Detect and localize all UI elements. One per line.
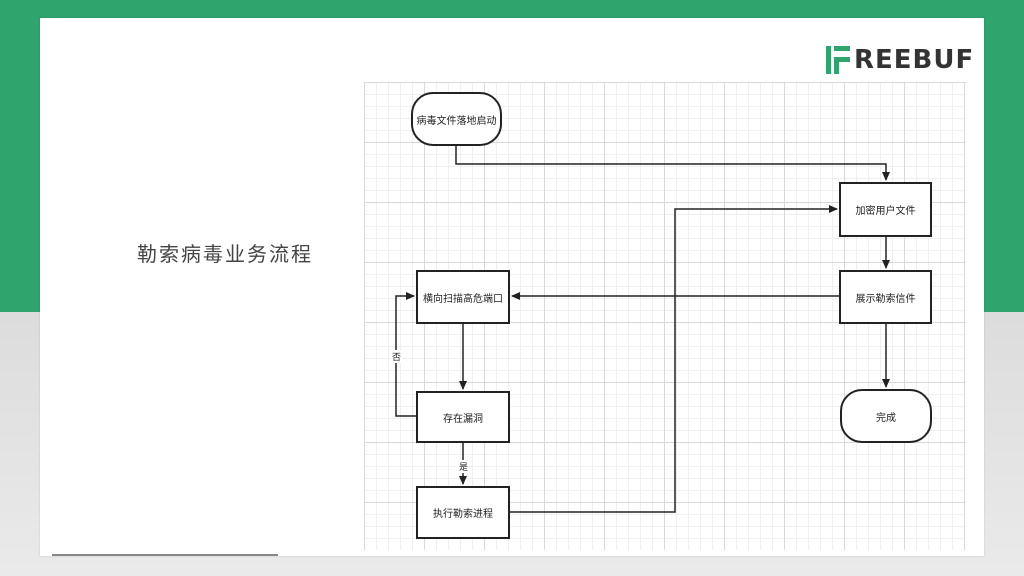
edge-label-no: 否 [391,350,403,363]
node-vuln-label: 存在漏洞 [443,413,483,425]
node-execute: 执行勒索进程 [416,486,510,539]
slide-underline [52,554,278,556]
logo-text: REEBUF [854,45,975,75]
node-start-label: 病毒文件落地启动 [416,115,497,127]
node-show-letter: 展示勒索信件 [839,270,932,324]
slide-title: 勒索病毒业务流程 [137,242,313,266]
node-scan-label: 横向扫描高危端口 [423,293,503,305]
node-done: 完成 [840,389,932,443]
node-scan: 横向扫描高危端口 [416,270,510,324]
node-done-label: 完成 [876,412,896,424]
node-encrypt-label: 加密用户文件 [855,206,916,217]
edge-label-yes: 是 [458,460,470,473]
node-vuln: 存在漏洞 [416,391,510,443]
logo-mark-icon [826,46,850,74]
node-show-letter-label: 展示勒索信件 [855,293,916,305]
node-encrypt: 加密用户文件 [839,182,932,237]
node-start: 病毒文件落地启动 [411,92,502,146]
freebuf-logo: REEBUF [826,45,974,75]
node-execute-label: 执行勒索进程 [433,509,493,520]
